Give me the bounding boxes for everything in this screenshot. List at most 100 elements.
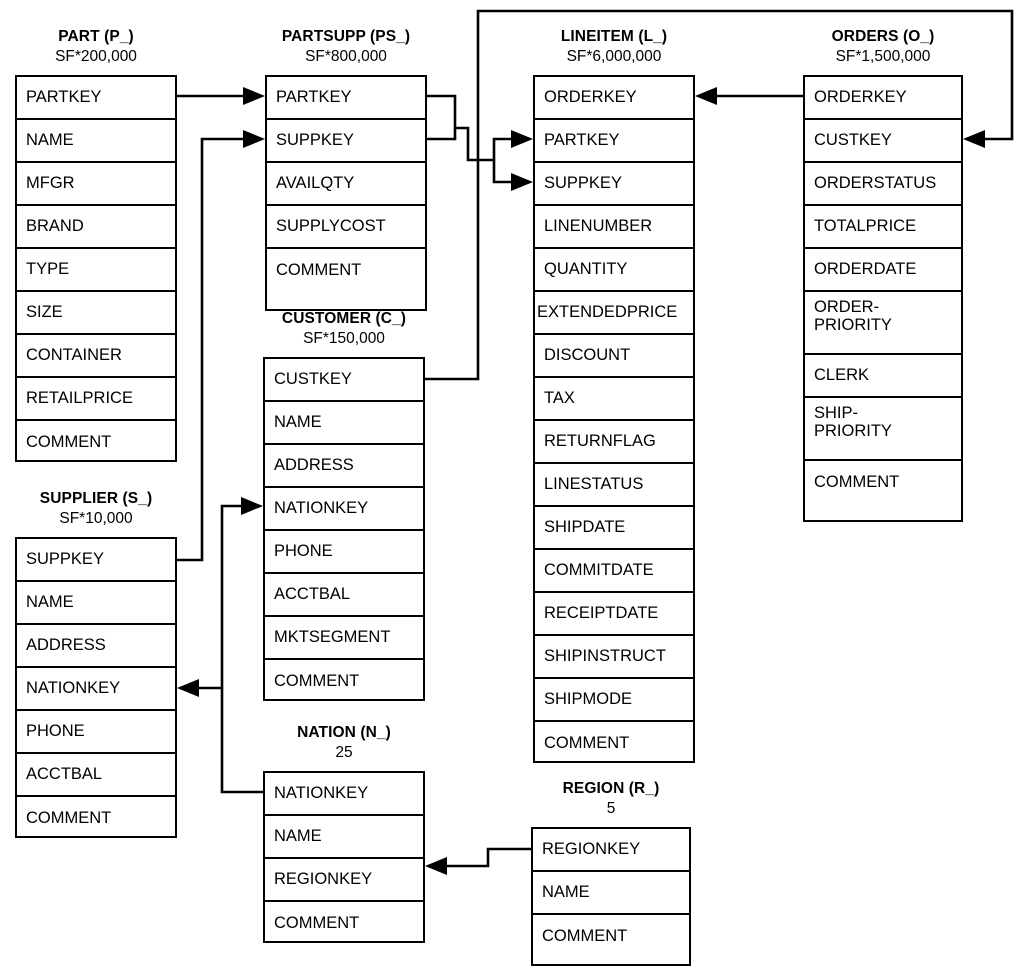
attr-part-container: CONTAINER bbox=[17, 335, 175, 378]
attr-part-name: NAME bbox=[17, 120, 175, 163]
attr-lineitem-orderkey: ORDERKEY bbox=[535, 77, 693, 120]
attr-partsupp-partkey: PARTKEY bbox=[267, 77, 425, 120]
link-part-partsupp bbox=[177, 87, 265, 105]
entity-lineitem-box: ORDERKEY PARTKEY SUPPKEY LINENUMBER QUAN… bbox=[533, 75, 695, 763]
attr-lineitem-returnflag: RETURNFLAG bbox=[535, 421, 693, 464]
attr-lineitem-commitdate: COMMITDATE bbox=[535, 550, 693, 593]
entity-partsupp-title: PARTSUPP (PS_) bbox=[281, 28, 411, 45]
attr-lineitem-extendedprice: EXTENDEDPRICE bbox=[535, 292, 693, 335]
attr-nation-regionkey: REGIONKEY bbox=[265, 859, 423, 902]
entity-orders-cardinality: SF*1,500,000 bbox=[835, 48, 931, 65]
entity-customer-box: CUSTKEY NAME ADDRESS NATIONKEY PHONE ACC… bbox=[263, 357, 425, 701]
attr-orders-ship-priority-line2: PRIORITY bbox=[814, 422, 892, 441]
attr-lineitem-receiptdate: RECEIPTDATE bbox=[535, 593, 693, 636]
attr-part-type: TYPE bbox=[17, 249, 175, 292]
attr-supplier-nationkey: NATIONKEY bbox=[17, 668, 175, 711]
link-region-nation bbox=[425, 847, 531, 875]
attr-lineitem-comment: COMMENT bbox=[544, 734, 630, 753]
entity-supplier-box: SUPPKEY NAME ADDRESS NATIONKEY PHONE ACC… bbox=[15, 537, 177, 838]
attr-orders-custkey: CUSTKEY bbox=[805, 120, 961, 163]
attr-lineitem-linenumber: LINENUMBER bbox=[535, 206, 693, 249]
attr-orders-totalprice: TOTALPRICE bbox=[805, 206, 961, 249]
arrowhead-orders-custkey bbox=[963, 130, 985, 148]
attr-orders-order-priority-line2: PRIORITY bbox=[814, 316, 892, 335]
attr-nation-name: NAME bbox=[265, 816, 423, 859]
attr-lineitem-discount: DISCOUNT bbox=[535, 335, 693, 378]
attr-customer-mktsegment: MKTSEGMENT bbox=[265, 617, 423, 660]
entity-partsupp-cardinality: SF*800,000 bbox=[305, 48, 387, 65]
link-customer-orders bbox=[425, 9, 1014, 381]
attr-part-size: SIZE bbox=[17, 292, 175, 335]
attr-lineitem-shipinstruct: SHIPINSTRUCT bbox=[535, 636, 693, 679]
attr-customer-comment: COMMENT bbox=[274, 672, 360, 691]
entity-supplier-title: SUPPLIER (S_) bbox=[39, 490, 153, 507]
attr-part-mfgr: MFGR bbox=[17, 163, 175, 206]
entity-orders-box: ORDERKEY CUSTKEY ORDERSTATUS TOTALPRICE … bbox=[803, 75, 963, 522]
entity-part-title: PART (P_) bbox=[58, 28, 134, 45]
entity-nation-title: NATION (N_) bbox=[297, 724, 391, 741]
attr-lineitem-linestatus: LINESTATUS bbox=[535, 464, 693, 507]
attr-orders-order-priority-line1: ORDER- bbox=[814, 298, 880, 316]
entity-partsupp-box: PARTKEY SUPPKEY AVAILQTY SUPPLYCOST COMM… bbox=[265, 75, 427, 311]
link-nation-customer-supplier bbox=[177, 497, 263, 794]
attr-orders-orderstatus: ORDERSTATUS bbox=[805, 163, 961, 206]
entity-lineitem-cardinality: SF*6,000,000 bbox=[566, 48, 662, 65]
attr-customer-name: NAME bbox=[265, 402, 423, 445]
attr-customer-address: ADDRESS bbox=[265, 445, 423, 488]
attr-customer-acctbal: ACCTBAL bbox=[265, 574, 423, 617]
entity-customer-cardinality: SF*150,000 bbox=[303, 330, 385, 347]
attr-part-partkey: PARTKEY bbox=[17, 77, 175, 120]
entity-region-box: REGIONKEY NAME COMMENT bbox=[531, 827, 691, 966]
entity-lineitem-title: LINEITEM (L_) bbox=[560, 28, 668, 45]
attr-region-comment: COMMENT bbox=[542, 927, 628, 946]
attr-orders-comment: COMMENT bbox=[814, 473, 900, 492]
attr-partsupp-supplycost: SUPPLYCOST bbox=[267, 206, 425, 249]
entity-orders-title: ORDERS (O_) bbox=[831, 28, 935, 45]
attr-customer-nationkey: NATIONKEY bbox=[265, 488, 423, 531]
arrowhead-partsupp-suppkey bbox=[243, 130, 265, 148]
attr-supplier-phone: PHONE bbox=[17, 711, 175, 754]
attr-part-retailprice: RETAILPRICE bbox=[17, 378, 175, 421]
attr-orders-ship-priority-line1: SHIP- bbox=[814, 404, 859, 422]
arrowhead-partsupp-partkey bbox=[243, 87, 265, 105]
arrowhead-supplier-nationkey bbox=[177, 679, 199, 697]
attr-lineitem-partkey: PARTKEY bbox=[535, 120, 693, 163]
entity-part-cardinality: SF*200,000 bbox=[55, 48, 137, 65]
link-partsupp-lineitem bbox=[427, 94, 533, 191]
attr-lineitem-shipdate: SHIPDATE bbox=[535, 507, 693, 550]
attr-orders-ship-priority: SHIP- PRIORITY bbox=[805, 398, 961, 461]
attr-region-regionkey: REGIONKEY bbox=[533, 829, 689, 872]
attr-lineitem-tax: TAX bbox=[535, 378, 693, 421]
arrowhead-lineitem-suppkey bbox=[511, 173, 533, 191]
attr-supplier-comment: COMMENT bbox=[26, 809, 112, 828]
attr-partsupp-suppkey: SUPPKEY bbox=[267, 120, 425, 163]
arrowhead-lineitem-partkey bbox=[511, 130, 533, 148]
entity-region-title: REGION (R_) bbox=[562, 780, 660, 797]
link-orders-lineitem bbox=[695, 87, 803, 105]
attr-orders-clerk: CLERK bbox=[805, 355, 961, 398]
arrowhead-lineitem-orderkey bbox=[695, 87, 717, 105]
arrowhead-nation-regionkey bbox=[425, 857, 447, 875]
attr-nation-nationkey: NATIONKEY bbox=[265, 773, 423, 816]
entity-nation-cardinality: 25 bbox=[335, 744, 353, 761]
attr-part-brand: BRAND bbox=[17, 206, 175, 249]
attr-customer-phone: PHONE bbox=[265, 531, 423, 574]
attr-orders-orderdate: ORDERDATE bbox=[805, 249, 961, 292]
attr-customer-custkey: CUSTKEY bbox=[265, 359, 423, 402]
entity-supplier-cardinality: SF*10,000 bbox=[59, 510, 133, 527]
attr-supplier-name: NAME bbox=[17, 582, 175, 625]
attr-lineitem-quantity: QUANTITY bbox=[535, 249, 693, 292]
attr-supplier-address: ADDRESS bbox=[17, 625, 175, 668]
attr-partsupp-comment: COMMENT bbox=[276, 261, 362, 280]
attr-partsupp-availqty: AVAILQTY bbox=[267, 163, 425, 206]
attr-region-name: NAME bbox=[533, 872, 689, 915]
attr-supplier-suppkey: SUPPKEY bbox=[17, 539, 175, 582]
attr-orders-orderkey: ORDERKEY bbox=[805, 77, 961, 120]
attr-orders-order-priority: ORDER- PRIORITY bbox=[805, 292, 961, 355]
entity-nation-box: NATIONKEY NAME REGIONKEY COMMENT bbox=[263, 771, 425, 943]
arrowhead-customer-nationkey bbox=[241, 497, 263, 515]
attr-lineitem-shipmode: SHIPMODE bbox=[535, 679, 693, 722]
attr-part-comment: COMMENT bbox=[26, 433, 112, 452]
entity-region-cardinality: 5 bbox=[606, 800, 616, 817]
